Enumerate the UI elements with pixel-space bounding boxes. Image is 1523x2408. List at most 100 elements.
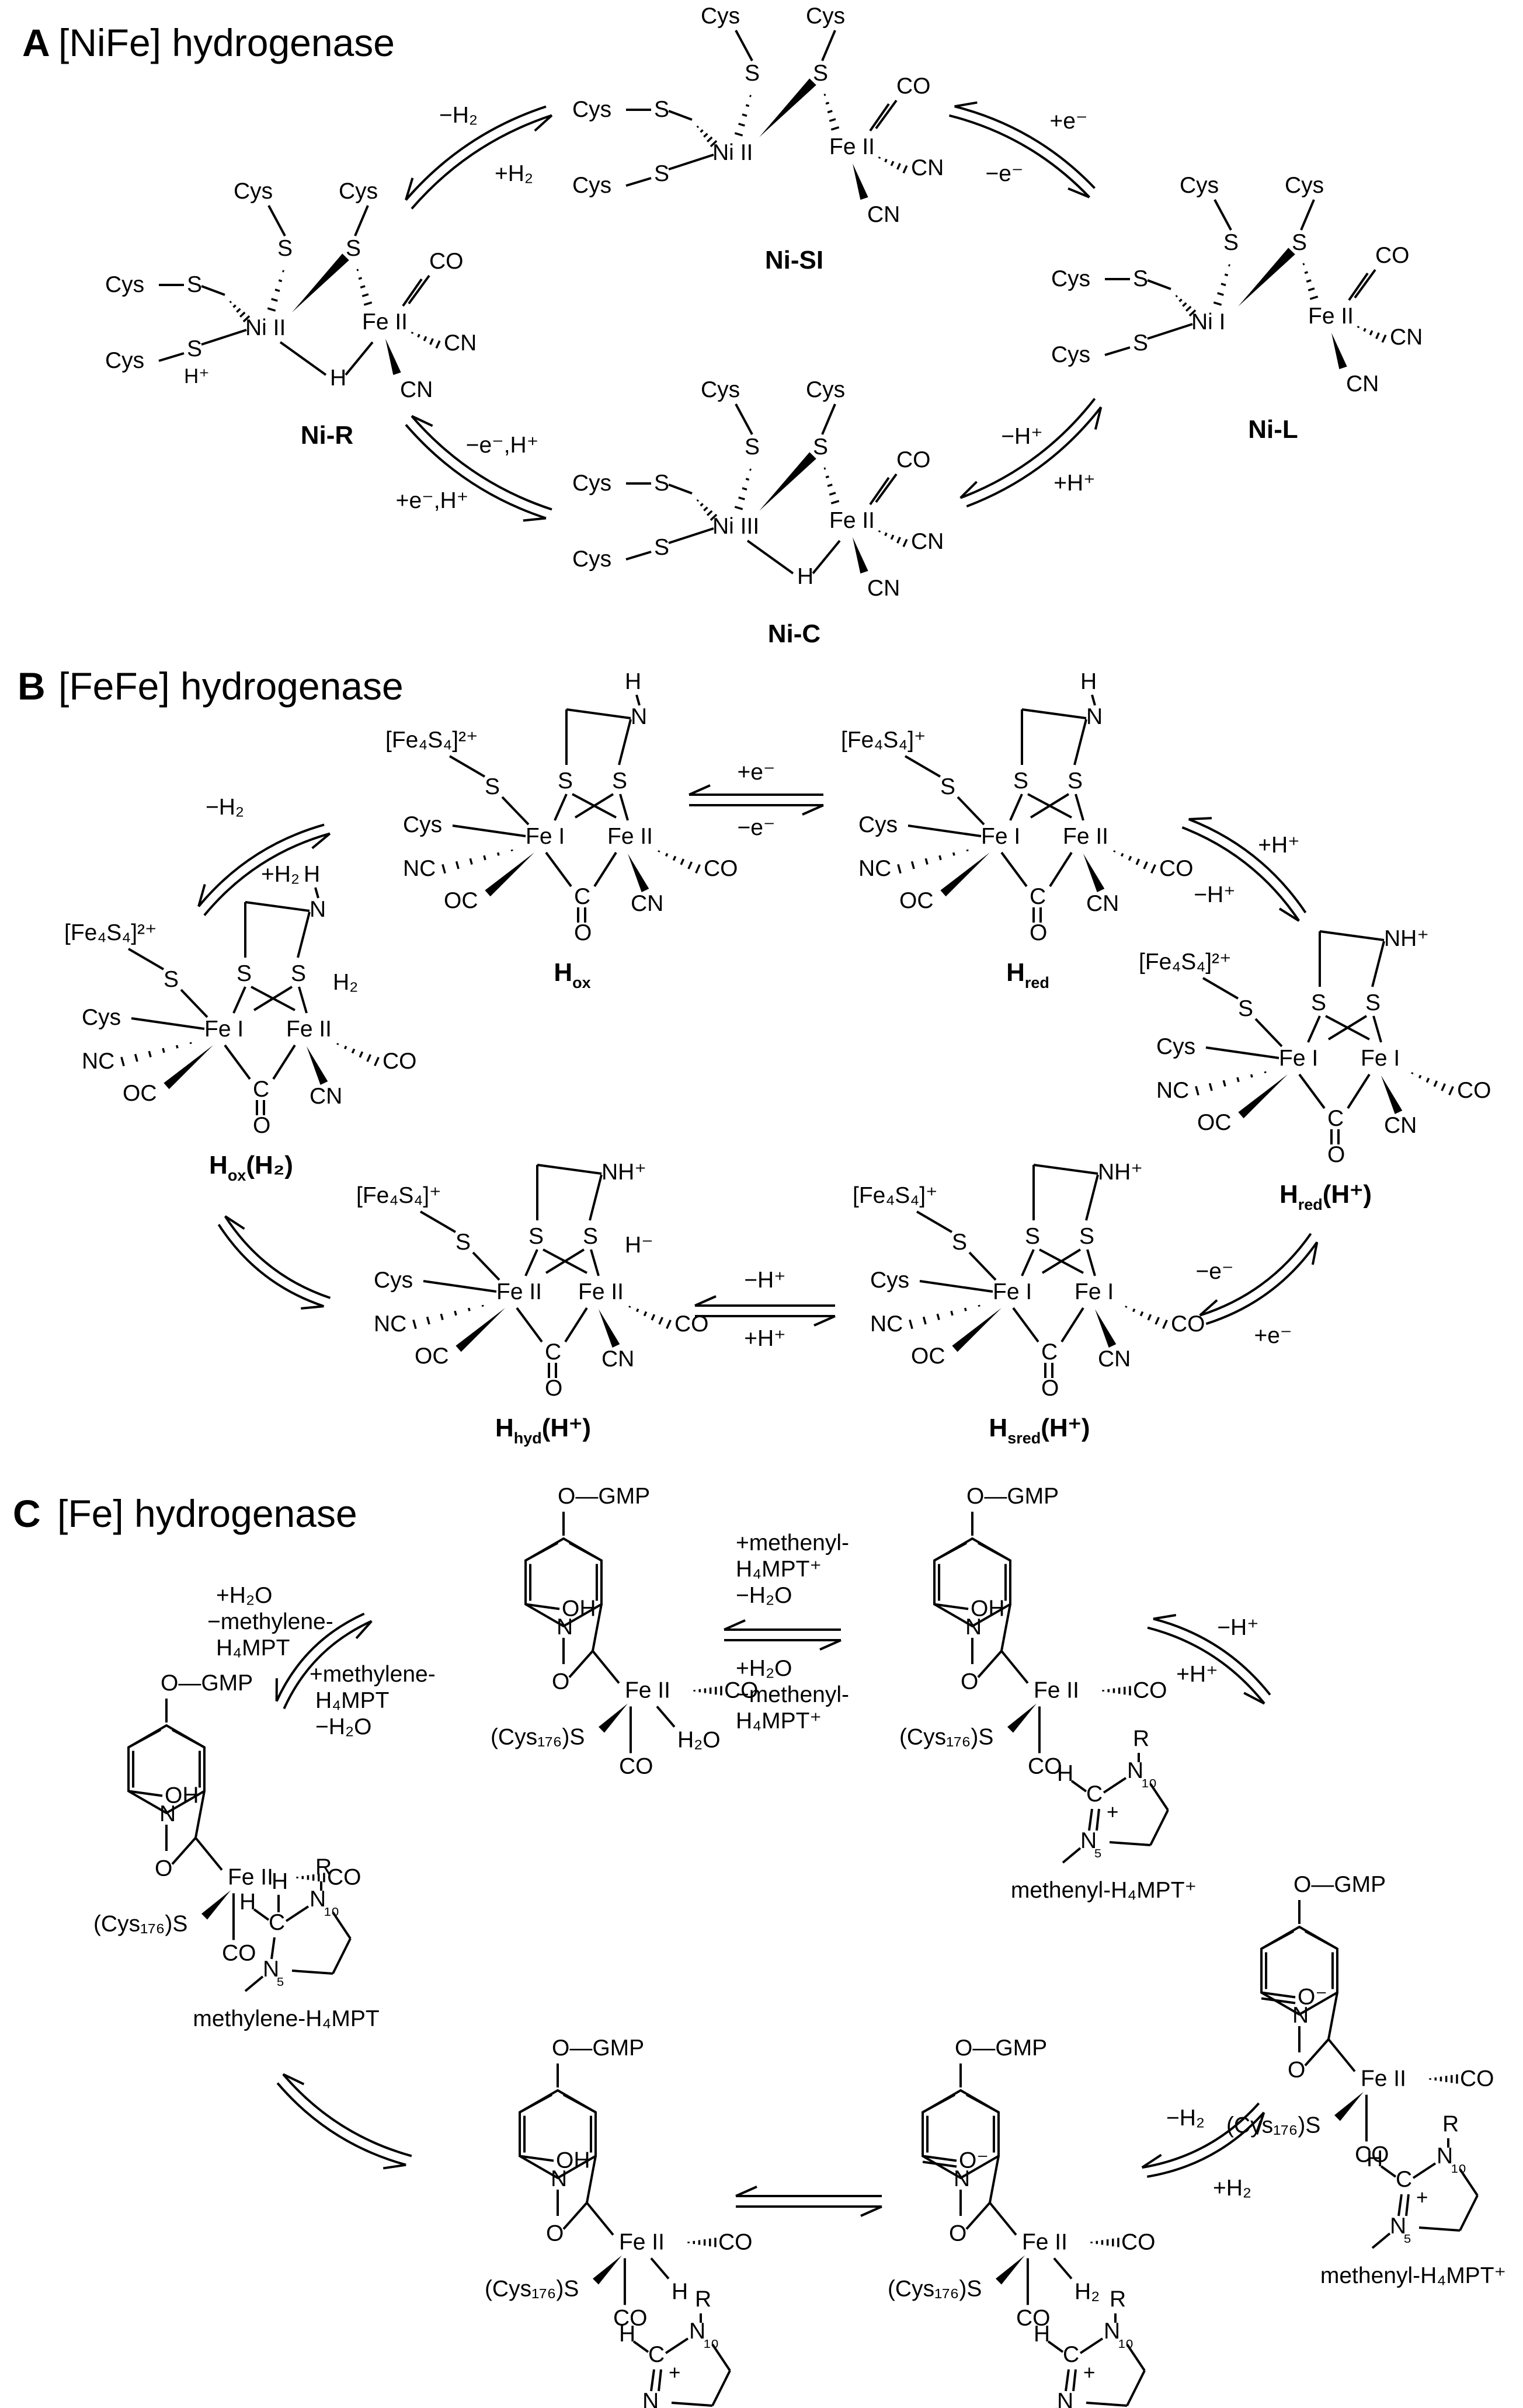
wedge-bond — [940, 852, 990, 897]
bond — [635, 694, 641, 706]
wedge-bond — [292, 253, 349, 312]
hash-line — [239, 311, 246, 318]
r: R — [1133, 1726, 1149, 1751]
arrow-reverse — [282, 2073, 412, 2158]
hash-line — [1139, 1311, 1144, 1317]
hash-line — [1302, 263, 1305, 266]
cys-2: Cys — [339, 179, 378, 204]
arrow-label: +H⁺ — [744, 1326, 786, 1351]
bond — [1354, 269, 1376, 299]
cys-1: Cys — [701, 377, 740, 402]
cn: CN — [1384, 1113, 1417, 1138]
methyl — [934, 1541, 968, 1562]
bond — [448, 755, 486, 778]
hashed-bond — [1125, 1306, 1168, 1330]
bond — [1327, 1992, 1338, 2040]
hash-line — [1418, 1074, 1422, 1079]
s-4: S — [187, 336, 202, 361]
hash-line — [361, 293, 369, 297]
hashed-bond — [356, 269, 373, 306]
n5-sub: ₅ — [276, 1966, 284, 1989]
fe1-atom: Fe I — [526, 824, 565, 849]
panel-letter: B — [18, 664, 46, 708]
bridge-c: C — [574, 884, 590, 909]
hashed-bond — [296, 1873, 325, 1882]
cys-4: Cys — [105, 348, 144, 373]
hash-line — [950, 1310, 954, 1316]
fe-atom: Fe II — [1308, 304, 1354, 329]
arrow-c-top-right: −H⁺+H⁺ — [1147, 1613, 1271, 1705]
hash-line — [412, 1319, 417, 1330]
cys-3: Cys — [1051, 266, 1090, 291]
s-4: S — [654, 161, 669, 186]
bond — [1348, 272, 1369, 301]
fe-ligand: H — [672, 2280, 688, 2305]
fe-co-2: CO — [222, 1941, 256, 1966]
arrow-head — [355, 1620, 373, 1640]
cluster: [Fe₄S₄]²⁺ — [385, 728, 478, 753]
hash-line — [467, 1307, 471, 1311]
arrow-forward — [1147, 2111, 1265, 2178]
cys-4: Cys — [572, 547, 611, 572]
acyl-o: O — [1288, 2058, 1305, 2083]
panel-heading-A: A[NiFe] hydrogenase — [22, 21, 395, 64]
arrow-a-r-si: −H₂+H₂ — [405, 103, 553, 210]
fe2-atom: Fe II — [578, 1279, 624, 1304]
hashed-bond — [1302, 263, 1319, 300]
arrow-reverse — [405, 105, 547, 201]
arrow-forward — [197, 823, 325, 907]
arrow-head — [523, 517, 547, 522]
bond — [452, 824, 526, 837]
amine-nh: NH⁺ — [1098, 1160, 1143, 1185]
bond — [519, 2155, 554, 2162]
arrow-label: −methylene- — [207, 1609, 333, 1634]
bond — [574, 793, 614, 819]
bond — [1091, 694, 1096, 706]
cys-3: Cys — [572, 471, 611, 496]
state-label: Hhyd(H⁺) — [495, 1414, 591, 1447]
bridge-s2: S — [291, 961, 306, 986]
arrow-head — [1199, 1299, 1218, 1317]
hashed-bond — [658, 850, 701, 874]
h: H — [239, 1889, 256, 1915]
hash-line — [1178, 298, 1183, 302]
n5: N — [1057, 2389, 1073, 2408]
o-gmp: O—GMP — [966, 1484, 1059, 1509]
nc: NC — [858, 856, 891, 881]
s-4: S — [1133, 330, 1148, 356]
hash-line — [1304, 271, 1308, 274]
bond — [922, 2160, 957, 2168]
n10: N — [689, 2319, 705, 2344]
hash-line — [1143, 861, 1148, 869]
hash-line — [830, 500, 840, 504]
bond — [1053, 2257, 1073, 2280]
arrow-head — [1153, 1613, 1177, 1620]
state-label: Ni-C — [768, 620, 820, 648]
arrow-label: +H⁺ — [1053, 471, 1096, 496]
bond — [1372, 1015, 1382, 1043]
arrow-label: +H⁺ — [1176, 1662, 1218, 1687]
hashed-bond — [1175, 294, 1197, 317]
hash-line — [481, 1304, 484, 1307]
bond — [554, 794, 568, 821]
bridge-s1: S — [237, 961, 252, 986]
arrow-c-bot-left — [276, 2073, 412, 2170]
arrow-c-bot-mid — [735, 2186, 882, 2217]
bridge-o: O — [1327, 1142, 1345, 1167]
arrow-head — [959, 481, 978, 499]
co: CO — [383, 1049, 417, 1074]
bond — [545, 851, 572, 888]
wedge-bond — [1083, 854, 1105, 893]
bond — [245, 901, 310, 912]
bond — [1126, 2370, 1146, 2406]
hash-line — [278, 279, 283, 283]
state-label: Hox(H₂) — [209, 1151, 293, 1184]
arrow-head — [1141, 2153, 1162, 2169]
arrow-head — [1256, 2112, 1265, 2135]
hash-line — [232, 304, 237, 308]
arrow-forward — [411, 415, 552, 511]
wedge-bond — [628, 854, 649, 893]
arrow-label: +e⁻ — [1049, 109, 1087, 134]
